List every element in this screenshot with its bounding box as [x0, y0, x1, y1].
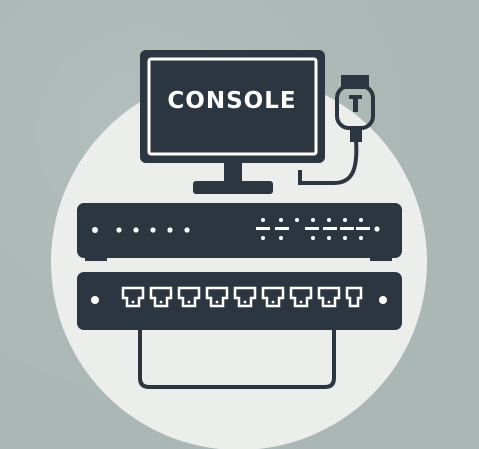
- usb-connector-icon: [298, 75, 375, 185]
- monitor-label: CONSOLE: [167, 88, 297, 114]
- network-router-icon: [77, 203, 402, 261]
- monitor-icon: [140, 50, 325, 194]
- port-leds: [131, 300, 331, 304]
- ethernet-port-icon: [121, 286, 363, 308]
